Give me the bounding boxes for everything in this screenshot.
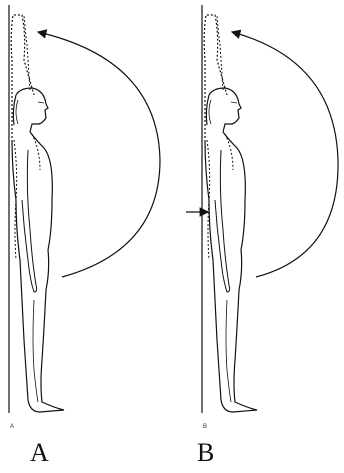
rotation-arc-arrow [38, 32, 160, 277]
figure-a-head [13, 88, 48, 132]
figure-b-dotted-trunk [207, 140, 210, 260]
panel-a-caption: A [30, 440, 49, 466]
figure-b-leg-line [226, 300, 231, 402]
panel-b-small-label: B [203, 424, 207, 430]
rotation-arc-arrow [232, 32, 338, 277]
panel-a-small-label: A [10, 424, 14, 430]
raised-arm-dotted [11, 15, 34, 138]
figure-b-arm [215, 150, 230, 292]
raised-arm-dotted [204, 15, 227, 138]
figure-a-body [12, 132, 64, 412]
panel-a: A [9, 5, 160, 430]
figure-a-leg-line [33, 300, 38, 402]
figure-b-body [205, 132, 257, 412]
figure-a-arm [22, 150, 37, 292]
figure-a-dotted-trunk [14, 140, 17, 260]
panel-b: B [186, 5, 338, 430]
figure-b-head [206, 88, 241, 132]
panel-b-caption: B [197, 440, 214, 466]
